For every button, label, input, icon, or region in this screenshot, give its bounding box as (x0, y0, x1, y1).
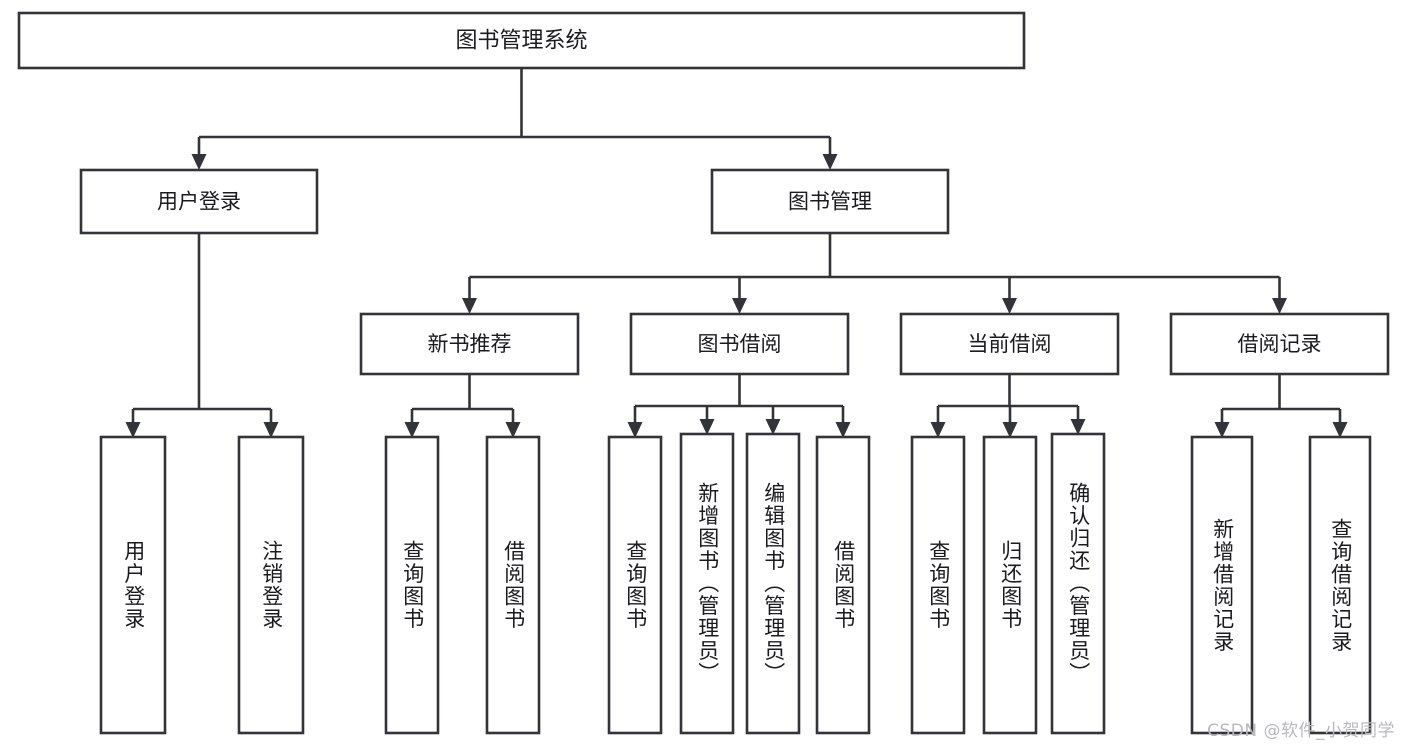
watermark: CSDN @软件_小贺同学 (1207, 721, 1395, 741)
arrowhead-icon (191, 154, 207, 170)
node-label-new-book-rec: 新书推荐 (428, 332, 512, 356)
arrowhead-icon (835, 422, 851, 438)
node-box-book-manage[interactable] (710, 168, 950, 235)
node-box-leaf-bb-borrow[interactable] (815, 435, 871, 735)
arrowhead-icon (1332, 422, 1348, 438)
node-box-leaf-br-add[interactable] (1190, 435, 1254, 735)
arrowhead-icon (125, 422, 141, 438)
arrowhead-icon (505, 422, 521, 438)
node-label-root: 图书管理系统 (455, 29, 587, 54)
node-box-leaf-bb-add[interactable] (679, 432, 735, 735)
arrowhead-icon (1272, 298, 1287, 314)
arrowhead-icon (627, 422, 643, 438)
arrowhead-icon (732, 298, 747, 314)
node-label-user-login: 用户登录 (157, 190, 241, 214)
node-label-book-borrow: 图书借阅 (698, 332, 782, 356)
node-box-leaf-cb-confirm[interactable] (1050, 432, 1106, 735)
arrowhead-icon (765, 419, 781, 435)
node-label-current-borrow: 当前借阅 (968, 332, 1052, 356)
arrowhead-icon (822, 154, 838, 170)
node-box-leaf-user-login[interactable] (99, 435, 167, 735)
node-box-root[interactable] (17, 11, 1026, 70)
node-label-book-manage: 图书管理 (788, 190, 872, 214)
node-box-leaf-user-logout[interactable] (237, 435, 305, 735)
arrowhead-icon (930, 422, 946, 438)
connector-layer (125, 68, 1348, 438)
node-box-user-login[interactable] (79, 168, 319, 235)
node-label-borrow-record: 借阅记录 (1238, 332, 1322, 356)
node-box-leaf-cb-return[interactable] (982, 435, 1038, 735)
node-box-current-borrow[interactable] (899, 312, 1120, 376)
arrowhead-icon (1214, 422, 1230, 438)
arrowhead-icon (699, 419, 715, 435)
node-box-leaf-bb-edit[interactable] (745, 432, 801, 735)
arrowhead-icon (404, 422, 420, 438)
arrowhead-icon (263, 422, 279, 438)
node-box-leaf-cb-query[interactable] (910, 435, 966, 735)
node-box-borrow-record[interactable] (1169, 312, 1390, 376)
node-box-leaf-rec-query[interactable] (384, 435, 440, 735)
node-box-leaf-rec-borrow[interactable] (485, 435, 541, 735)
node-box-leaf-br-query[interactable] (1308, 435, 1372, 735)
node-box-layer (17, 11, 1390, 735)
arrowhead-icon (462, 298, 477, 314)
arrowhead-icon (1002, 422, 1018, 438)
node-box-new-book-rec[interactable] (359, 312, 580, 376)
arrowhead-icon (1070, 419, 1086, 435)
arrowhead-icon (1002, 298, 1017, 314)
node-box-leaf-bb-query[interactable] (607, 435, 663, 735)
node-box-book-borrow[interactable] (629, 312, 850, 376)
